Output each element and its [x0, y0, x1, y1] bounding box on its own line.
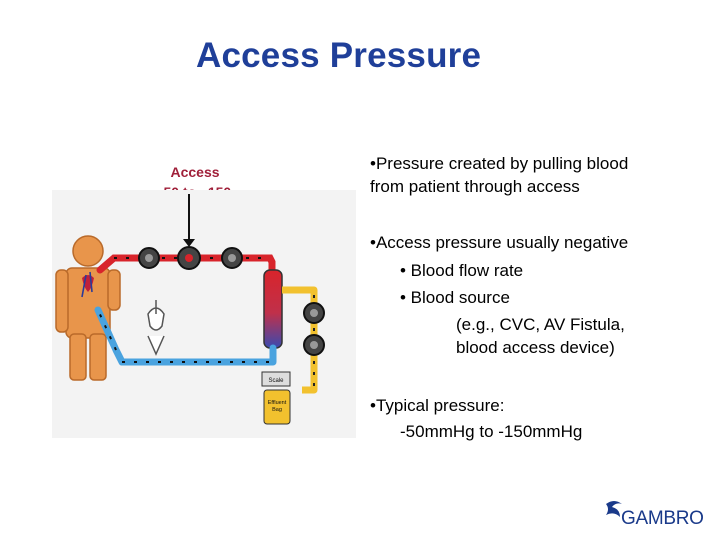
blood-pump-icon	[221, 247, 243, 269]
access-pressure-pod-icon	[177, 246, 201, 270]
bullet-typical-pressure: •Typical pressure:	[370, 396, 505, 415]
scale-icon	[261, 371, 291, 387]
typical-pressure-value: -50mmHg to -150mmHg	[400, 422, 583, 441]
effluent-bag-label-2: Bag	[272, 407, 282, 413]
bullet-pressure-created-line2: from patient through access	[370, 177, 580, 196]
gambro-logo-icon	[606, 501, 622, 517]
bullet-pressure-created-line1: •Pressure created by pulling blood	[370, 154, 629, 173]
access-label-title: Access	[170, 164, 220, 180]
pressure-pod-icon	[138, 247, 160, 269]
effluent-pressure-pod-icon	[303, 334, 325, 356]
effluent-bag-label-1: Effluent	[268, 400, 287, 406]
air-trap-icon	[147, 300, 165, 356]
scale-label: Scale	[268, 378, 284, 384]
access-pressure-circuit-diagram: Scale Effluent Bag	[52, 190, 356, 438]
venous-return-stripe	[97, 309, 117, 351]
gambro-logo-text: GAMBRO	[621, 508, 704, 529]
bullet-access-pressure-negative: •Access pressure usually negative	[370, 233, 629, 252]
effluent-pump-icon	[303, 302, 325, 324]
arrow-head-icon	[183, 239, 195, 247]
slide-title: Access Pressure	[196, 36, 482, 75]
filter-icon	[263, 269, 283, 349]
sub-bullet-blood-flow-rate: • Blood flow rate	[400, 261, 524, 280]
blood-source-detail-line2: blood access device)	[456, 338, 615, 357]
blood-source-detail-line1: (e.g., CVC, AV Fistula,	[456, 315, 625, 334]
gambro-logo	[606, 501, 622, 517]
sub-bullet-blood-source: • Blood source	[400, 288, 510, 307]
effluent-bag-icon	[263, 389, 291, 425]
patient-icon	[55, 235, 121, 381]
